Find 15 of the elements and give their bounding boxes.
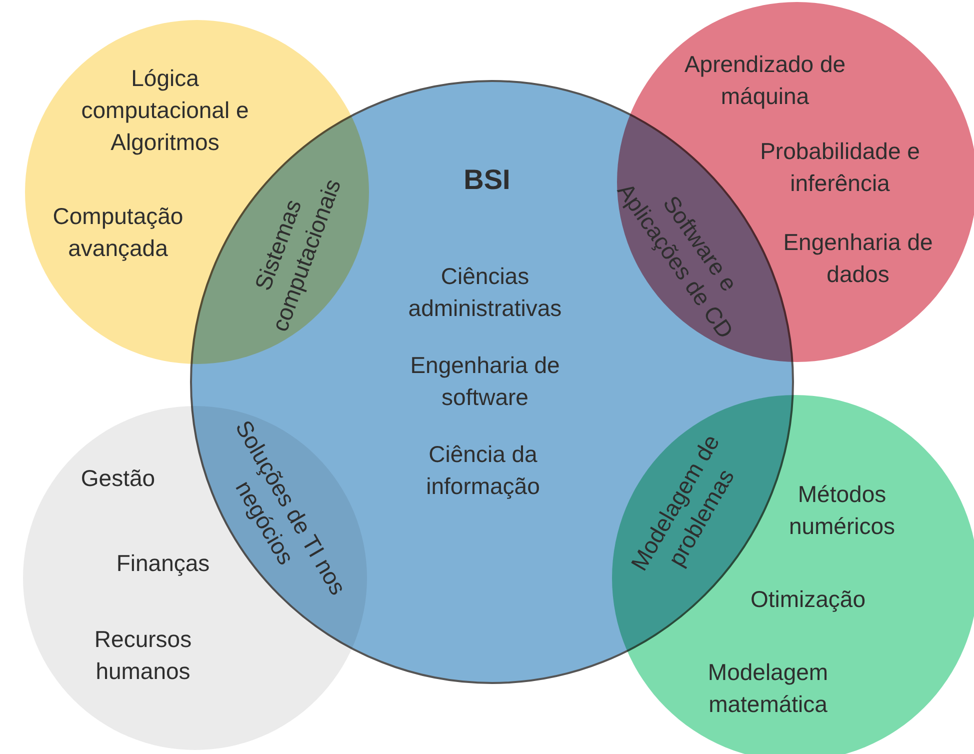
topic-label: Métodos numéricos	[788, 480, 896, 541]
topic-label: Otimização	[749, 585, 867, 614]
topic-label: Ciência da informação	[425, 440, 541, 501]
topic-label: Recursos humanos	[93, 625, 193, 686]
topic-label: Probabilidade e inferência	[759, 137, 921, 198]
topic-label: Engenharia de software	[409, 351, 561, 412]
topic-label: Computação avançada	[52, 202, 184, 263]
topic-label: Gestão	[80, 464, 156, 493]
topic-label: Engenharia de dados	[782, 228, 934, 289]
topic-label: Finanças	[115, 549, 211, 578]
topic-label: Ciências administrativas	[407, 262, 563, 323]
topic-label: Aprendizado de máquina	[683, 50, 847, 111]
circle-title: BSI	[462, 164, 512, 196]
topic-label: Modelagem matemática	[706, 658, 830, 719]
topic-label: Lógica computacional e Algoritmos	[80, 64, 250, 157]
